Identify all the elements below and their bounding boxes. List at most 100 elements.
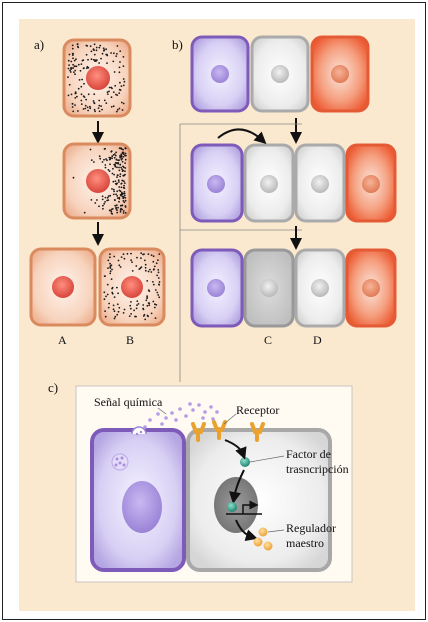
molecule-dot — [146, 280, 149, 282]
panel-label-c: c) — [48, 380, 58, 395]
molecule-dot — [80, 63, 83, 65]
molecule-dot — [118, 107, 121, 110]
molecule-dot — [94, 202, 97, 204]
cell-label-D: D — [313, 333, 322, 347]
molecule-dot — [80, 93, 83, 96]
molecule-dot — [107, 306, 110, 309]
receptor-icons — [191, 420, 265, 442]
molecule-dot — [144, 259, 146, 262]
molecule-dot — [112, 193, 115, 196]
molecule-dot — [113, 164, 116, 166]
molecule-dot — [144, 263, 147, 266]
molecule-dot — [124, 170, 126, 173]
molecule-dot — [136, 256, 138, 259]
molecule-dot — [121, 157, 123, 160]
molecule-dot — [112, 60, 115, 63]
panel-label-a: a) — [34, 37, 44, 52]
molecule-dot — [110, 264, 113, 267]
molecule-dot — [121, 179, 124, 182]
molecule-dot — [115, 206, 117, 209]
molecule-dot — [123, 180, 125, 183]
molecule-dot — [149, 268, 151, 271]
molecule-dot — [120, 186, 123, 189]
molecule-dot — [74, 104, 76, 106]
molecule-dot — [118, 198, 121, 200]
molecule-dot — [80, 103, 83, 105]
molecule-dot — [140, 257, 142, 259]
molecule-dot — [69, 71, 72, 73]
molecule-dot — [110, 86, 113, 89]
molecule-dot — [89, 45, 92, 48]
molecule-dot — [156, 291, 159, 294]
molecule-dot — [154, 317, 157, 319]
molecule-dot — [112, 105, 115, 108]
molecule-dot — [113, 296, 116, 298]
molecule-dot — [119, 50, 122, 52]
molecule-dot — [124, 147, 127, 150]
molecule-dot — [122, 200, 125, 202]
molecule-dot — [118, 66, 121, 69]
nucleus — [86, 66, 110, 90]
molecule-dot — [103, 158, 105, 161]
panel-c: Señal química Receptor Factor de trasncr… — [75, 385, 353, 583]
molecule-dot — [139, 267, 142, 270]
nucleus — [331, 65, 349, 83]
molecule-dot — [76, 95, 78, 98]
molecule-dot — [73, 71, 75, 73]
molecule-dot — [146, 297, 148, 299]
molecule-dot — [150, 271, 153, 273]
molecule-dot — [114, 204, 117, 207]
molecule-dot — [72, 63, 74, 66]
molecule-dot — [154, 303, 156, 306]
molecule-dot — [113, 173, 115, 176]
molecule-dot — [98, 62, 100, 64]
molecule-dot — [121, 208, 123, 211]
molecule-dot — [105, 158, 107, 160]
transcription-factor-bound — [227, 502, 237, 512]
molecule-dot — [98, 46, 101, 49]
molecule-dot — [115, 158, 118, 161]
leader-line — [267, 529, 285, 533]
molecule-dot — [157, 277, 160, 279]
molecule-dot — [102, 204, 104, 207]
bracket-lines — [179, 123, 302, 382]
molecule-dot — [110, 208, 113, 211]
molecule-dot — [118, 196, 121, 199]
molecule-dot — [119, 61, 121, 63]
molecule-dot — [118, 92, 121, 94]
molecule-dot — [112, 188, 115, 191]
molecule-dot — [153, 265, 156, 268]
molecule-dot — [118, 186, 121, 188]
molecule-dot — [116, 211, 119, 214]
molecule-dot — [155, 304, 158, 306]
molecule-dot — [142, 307, 145, 310]
molecule-dot — [117, 161, 120, 164]
molecule-dot — [77, 63, 80, 66]
molecule-dot — [107, 195, 110, 198]
molecule-dot — [152, 260, 155, 263]
molecule-dot — [101, 161, 104, 163]
molecule-dot — [80, 85, 83, 88]
molecule-dot — [106, 293, 109, 296]
molecule-dot — [68, 53, 71, 56]
molecule-dot — [92, 58, 95, 61]
molecule-dot — [81, 78, 83, 81]
molecule-dot — [115, 162, 118, 165]
molecule-dot — [112, 167, 114, 170]
molecule-dot — [71, 106, 74, 108]
molecule-dot — [117, 206, 119, 209]
molecule-dot — [98, 99, 101, 102]
molecule-dot — [116, 313, 119, 316]
molecule-dot — [107, 199, 110, 202]
molecule-dot — [67, 67, 70, 70]
molecule-dot — [110, 150, 113, 153]
molecule-dot — [72, 67, 75, 69]
molecule-dot — [112, 154, 115, 156]
induction-arrow — [217, 128, 267, 145]
molecule-dot — [136, 304, 138, 306]
molecule-dot — [107, 169, 110, 171]
molecule-dot — [115, 110, 118, 113]
molecule-dot — [119, 155, 121, 157]
dispersed-molecules — [67, 43, 126, 113]
molecule-dot — [120, 147, 122, 150]
